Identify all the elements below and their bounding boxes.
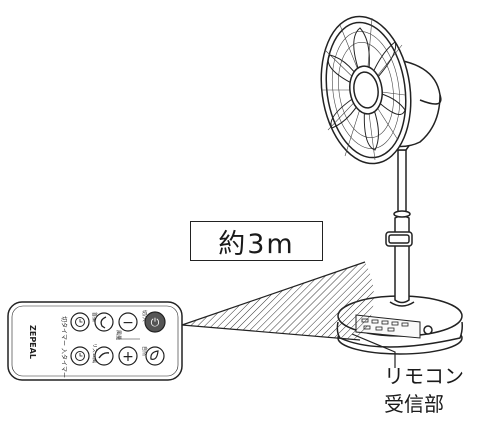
rhythm-label: リズム風 [91,343,98,363]
remote-brand: ZEPEAL [28,325,37,359]
swing-label: 首振 [91,312,98,322]
remote-control: ZEPEAL 切タイマー 入タイマー 首振 リズム風 風量 切/入 自然 − ⏻ [7,301,183,381]
natural-wind-button[interactable] [145,346,165,366]
on-timer-button[interactable] [70,346,90,366]
swing-button[interactable] [94,312,114,332]
natural-label: 自然 [141,346,148,356]
leaf-icon [150,350,159,360]
receiver-label-line-2: 受信部 [384,392,444,416]
electric-fan [320,15,463,355]
svg-text:−: − [122,315,134,331]
receiver-label: リモコン 受信部 [384,362,484,418]
wave-icon [98,352,110,359]
receiver-leader-line [351,333,396,368]
svg-text:+: + [122,349,134,365]
fan-guard [320,15,412,165]
plus-button[interactable]: + [118,346,138,366]
ir-signal-cone [181,261,374,341]
off-timer-button[interactable] [70,312,90,332]
clock-icon [75,351,85,361]
off-on-label: 切/入 [141,310,148,322]
rhythm-button[interactable] [94,346,114,366]
on-timer-label: 入タイマー [60,348,68,378]
power-icon: ⏻ [151,316,160,329]
minus-button[interactable]: − [118,312,138,332]
clock-icon [75,317,85,327]
swing-arrow-icon [100,316,107,329]
power-button[interactable]: ⏻ [144,311,166,333]
receiver-label-line-1: リモコン [384,364,464,388]
distance-label: 約3m [190,221,323,261]
off-timer-label: 切タイマー [60,316,68,346]
wind-volume-label: 風量 [115,330,122,340]
